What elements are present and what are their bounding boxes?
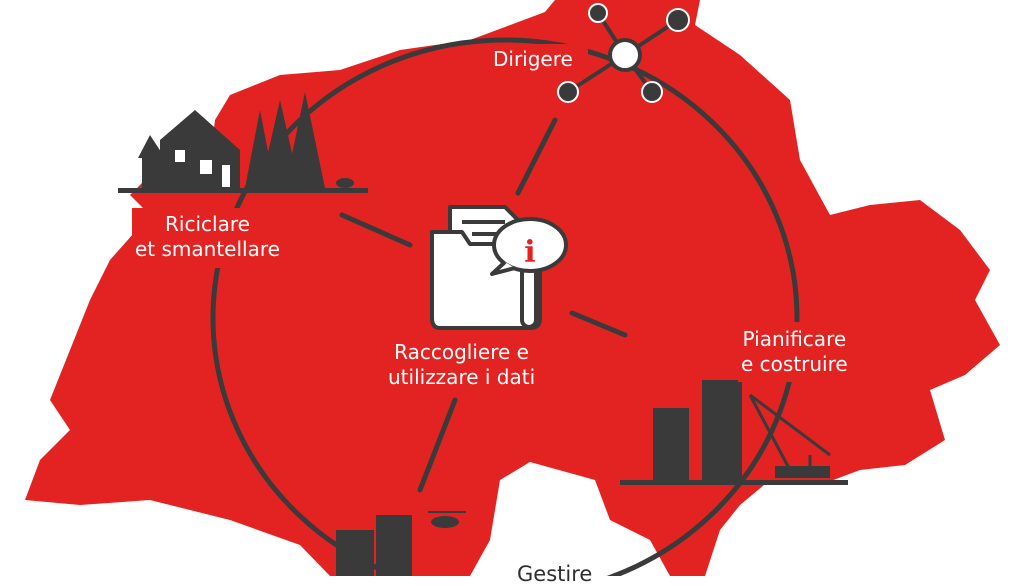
label-plan-line2: e costruire — [741, 352, 848, 376]
construction-crane-icon — [620, 380, 848, 485]
network-nodes-icon — [557, 3, 690, 103]
house-forest-icon — [118, 92, 368, 193]
label-plan-line1: Pianificare — [742, 327, 847, 351]
spokes — [339, 117, 628, 493]
label-manage: Gestire — [517, 562, 593, 586]
label-collect-line1: Raccogliere e — [394, 340, 529, 364]
label-plan: Pianificare e costruire — [741, 327, 848, 377]
info-glyph: i — [524, 235, 535, 270]
label-steer: Dirigere — [493, 47, 573, 71]
city-helicopter-icon — [336, 511, 466, 576]
label-recycle-line1: Riciclare — [165, 212, 250, 236]
label-recycle-line2: et smantellare — [135, 237, 280, 261]
label-collect: Raccogliere e utilizzare i dati — [388, 340, 535, 390]
label-collect-line2: utilizzare i dati — [388, 365, 536, 389]
label-recycle: Riciclare et smantellare — [135, 212, 280, 262]
cycle-ring — [210, 37, 800, 576]
folder-info-icon — [430, 205, 568, 330]
